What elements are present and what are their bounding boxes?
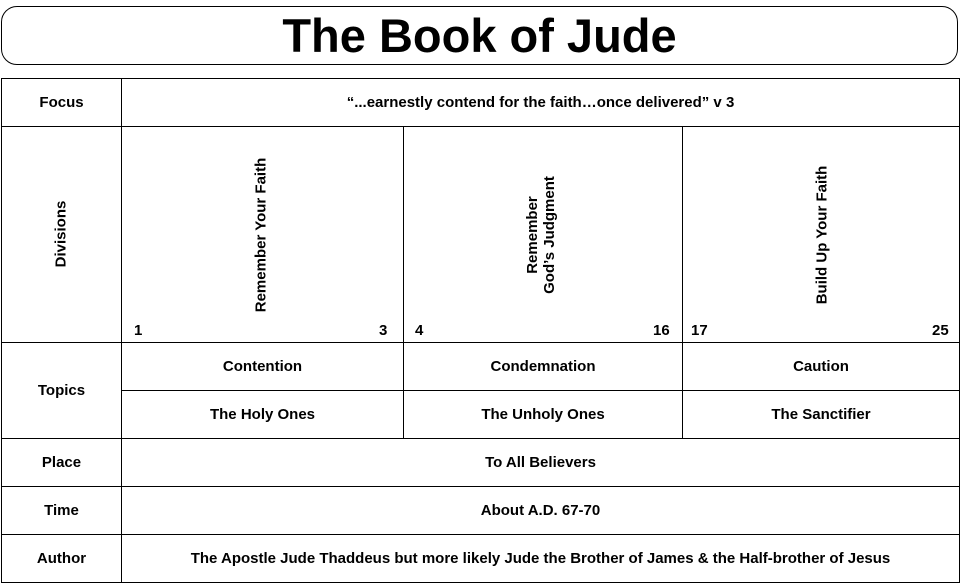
focus-value: “...earnestly contend for the faith…once… — [346, 94, 735, 111]
place-value: To All Believers — [485, 454, 596, 471]
division-1-end-verse: 3 — [379, 322, 388, 339]
division-2-title: Remember God’s Judgment — [524, 176, 558, 294]
author-value: The Apostle Jude Thaddeus but more likel… — [190, 550, 891, 567]
division-2-end-verse: 16 — [653, 322, 670, 339]
author-label: Author — [36, 550, 87, 567]
focus-label: Focus — [39, 94, 84, 111]
topic-1-secondary: The Holy Ones — [209, 406, 316, 423]
division-3-line-1: Build Up Your Faith — [813, 165, 831, 305]
division-1-line-1: Remember Your Faith — [252, 157, 270, 313]
time-value: About A.D. 67-70 — [480, 502, 601, 519]
row-divider — [2, 342, 959, 343]
column-divider — [403, 126, 404, 438]
division-2-start-verse: 4 — [415, 322, 424, 339]
division-3-title: Build Up Your Faith — [814, 166, 831, 305]
column-divider — [682, 126, 683, 438]
row-divider — [121, 390, 959, 391]
topics-label: Topics — [37, 382, 86, 399]
topic-2-primary: Condemnation — [490, 358, 596, 375]
row-divider — [2, 126, 959, 127]
division-2-line-1: Remember — [524, 196, 541, 274]
topic-2-secondary: The Unholy Ones — [481, 406, 605, 423]
time-label: Time — [44, 502, 79, 519]
divisions-label: Divisions — [52, 200, 70, 268]
title-banner: The Book of Jude — [1, 6, 958, 65]
division-1-start-verse: 1 — [134, 322, 143, 339]
topic-3-secondary: The Sanctifier — [771, 406, 871, 423]
page-title: The Book of Jude — [282, 9, 677, 62]
row-divider — [2, 534, 959, 535]
division-3-start-verse: 17 — [691, 322, 708, 339]
place-label: Place — [41, 454, 82, 471]
label-column-divider — [121, 79, 122, 582]
division-1-title: Remember Your Faith — [253, 158, 270, 312]
row-divider — [2, 486, 959, 487]
overview-chart: Focus “...earnestly contend for the fait… — [1, 78, 960, 583]
topic-1-primary: Contention — [222, 358, 303, 375]
division-2-line-2: God’s Judgment — [541, 176, 558, 294]
division-3-end-verse: 25 — [932, 322, 949, 339]
topic-3-primary: Caution — [793, 358, 849, 375]
row-divider — [2, 438, 959, 439]
